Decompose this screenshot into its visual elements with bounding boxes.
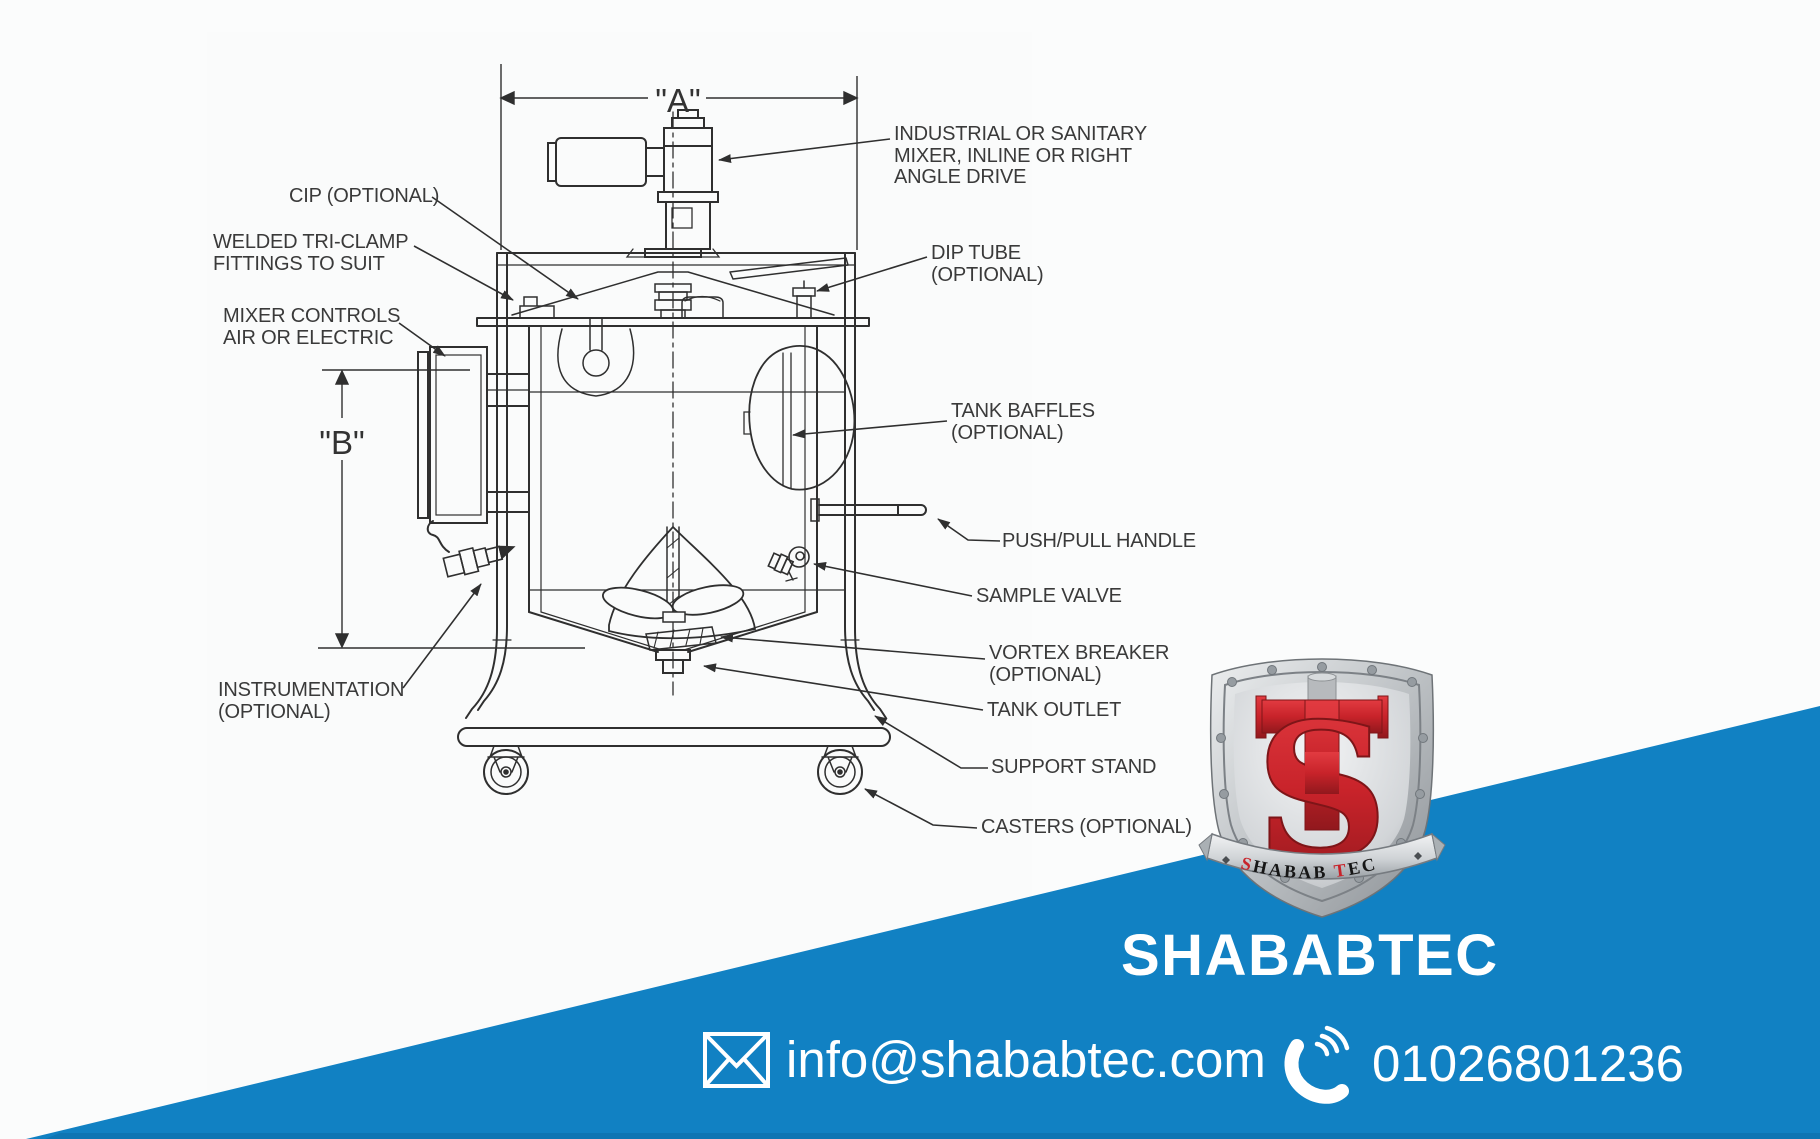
label-vortex-line1: VORTEX BREAKER — [989, 642, 1170, 664]
label-mixer-line2: AIR OR ELECTRIC — [223, 326, 394, 349]
leader-support — [874, 715, 988, 769]
label-push-pull-handle: PUSH/PULL HANDLE — [1002, 530, 1196, 553]
ribbon-fold-right — [1431, 832, 1446, 862]
logo-top-tab-cap — [1307, 672, 1337, 682]
sample-valve — [767, 546, 810, 582]
label-casters-line1: CASTERS (OPTIONAL) — [981, 816, 1192, 838]
dimension-a-label: "A" — [655, 82, 701, 119]
ribbon-fold-left — [1198, 832, 1213, 862]
impeller-assembly — [602, 525, 757, 640]
email-icon — [703, 1032, 770, 1088]
label-dip-line2: (OPTIONAL) — [931, 263, 1044, 286]
label-tank-baffles: TANK BAFFLES (OPTIONAL) — [951, 400, 1095, 444]
caster-left — [483, 749, 529, 795]
dimension-b-label: "B" — [319, 424, 365, 461]
caster-right — [817, 749, 863, 795]
label-vortex-breaker: VORTEX BREAKER (OPTIONAL) — [989, 642, 1170, 686]
leader-lines — [398, 138, 1001, 829]
label-instr-line1: INSTRUMENTATION — [218, 679, 405, 701]
mixer-control-box — [417, 346, 530, 524]
label-mixer-line1: MIXER CONTROLS — [223, 305, 401, 327]
label-sample-valve: SAMPLE VALVE — [976, 585, 1122, 608]
leader-industrial — [718, 138, 891, 164]
label-casters: CASTERS (OPTIONAL) — [981, 816, 1192, 839]
label-dip-line1: DIP TUBE — [931, 242, 1021, 264]
label-instr-line2: (OPTIONAL) — [218, 700, 331, 723]
label-industrial-line2: MIXER, INLINE OR RIGHT — [894, 144, 1132, 167]
blue-band-bottom-edge — [45, 1133, 1820, 1139]
monogram-t-stem-over — [1305, 752, 1339, 794]
label-samplevalve-line1: SAMPLE VALVE — [976, 585, 1122, 607]
vortex-breaker — [645, 626, 717, 651]
contact-email[interactable]: info@shababtec.com — [786, 1031, 1266, 1088]
label-pushpull-line1: PUSH/PULL HANDLE — [1002, 530, 1196, 552]
label-cip: CIP (OPTIONAL) — [289, 185, 440, 208]
leader-baffles — [792, 420, 948, 439]
label-baffles-line1: TANK BAFFLES — [951, 400, 1095, 422]
label-baffles-line2: (OPTIONAL) — [951, 421, 1064, 444]
label-dip-tube: DIP TUBE (OPTIONAL) — [931, 242, 1044, 286]
label-tank-outlet: TANK OUTLET — [987, 699, 1122, 722]
phone-icon — [1284, 1025, 1350, 1104]
support-stand-base — [457, 727, 891, 795]
label-instrumentation: INSTRUMENTATION (OPTIONAL) — [218, 679, 405, 723]
support-legs — [465, 532, 887, 719]
leader-casters — [864, 788, 978, 829]
label-support-line1: SUPPORT STAND — [991, 756, 1157, 778]
leader-outlet — [703, 663, 984, 711]
banner-text-t: T — [1333, 859, 1350, 881]
leader-welded — [413, 245, 514, 301]
shield-rivets — [1216, 662, 1428, 883]
dimension-b — [318, 369, 585, 649]
label-industrial-mixer: INDUSTRIAL OR SANITARY MIXER, INLINE OR … — [894, 123, 1148, 189]
leader-push-pull — [937, 518, 1001, 542]
label-welded-line2: FITTINGS TO SUIT — [213, 252, 385, 275]
leader-dip-tube — [816, 256, 928, 292]
label-support-stand: SUPPORT STAND — [991, 756, 1157, 779]
shield-inner-line — [1222, 670, 1422, 903]
ribbon-star-right — [1414, 852, 1422, 860]
label-cip-line1: CIP (OPTIONAL) — [289, 185, 440, 207]
tank-drawing — [417, 109, 927, 795]
brand-wordmark: SHABABTEC — [1121, 923, 1499, 988]
label-welded-tri-clamp: WELDED TRI-CLAMP FITTINGS TO SUIT — [213, 231, 409, 275]
banner-text-s: S — [1239, 853, 1256, 876]
label-industrial-line3: ANGLE DRIVE — [894, 166, 1027, 188]
leader-cip — [431, 196, 579, 300]
label-mixer-controls: MIXER CONTROLS AIR OR ELECTRIC — [223, 305, 401, 349]
label-outlet-line1: TANK OUTLET — [987, 699, 1122, 721]
contact-phone[interactable]: 01026801236 — [1372, 1035, 1685, 1092]
leader-mixer-controls — [398, 322, 446, 357]
leader-instrumentation — [402, 583, 482, 689]
push-pull-handle — [810, 498, 927, 522]
leader-vortex — [720, 633, 986, 660]
dimension-a — [499, 64, 859, 250]
banner-text: SHABAB TEC — [1239, 853, 1379, 883]
ribbon-star-left — [1222, 856, 1230, 864]
shababtec-shield-logo: S SHABAB TEC — [1198, 658, 1446, 918]
label-welded-line1: WELDED TRI-CLAMP — [213, 231, 409, 253]
leader-sample-valve — [813, 561, 973, 597]
tank-lid-frame — [476, 252, 870, 534]
label-industrial-line1: INDUSTRIAL OR SANITARY — [894, 123, 1148, 145]
tank-baffle — [743, 344, 856, 491]
label-vortex-line2: (OPTIONAL) — [989, 663, 1102, 686]
